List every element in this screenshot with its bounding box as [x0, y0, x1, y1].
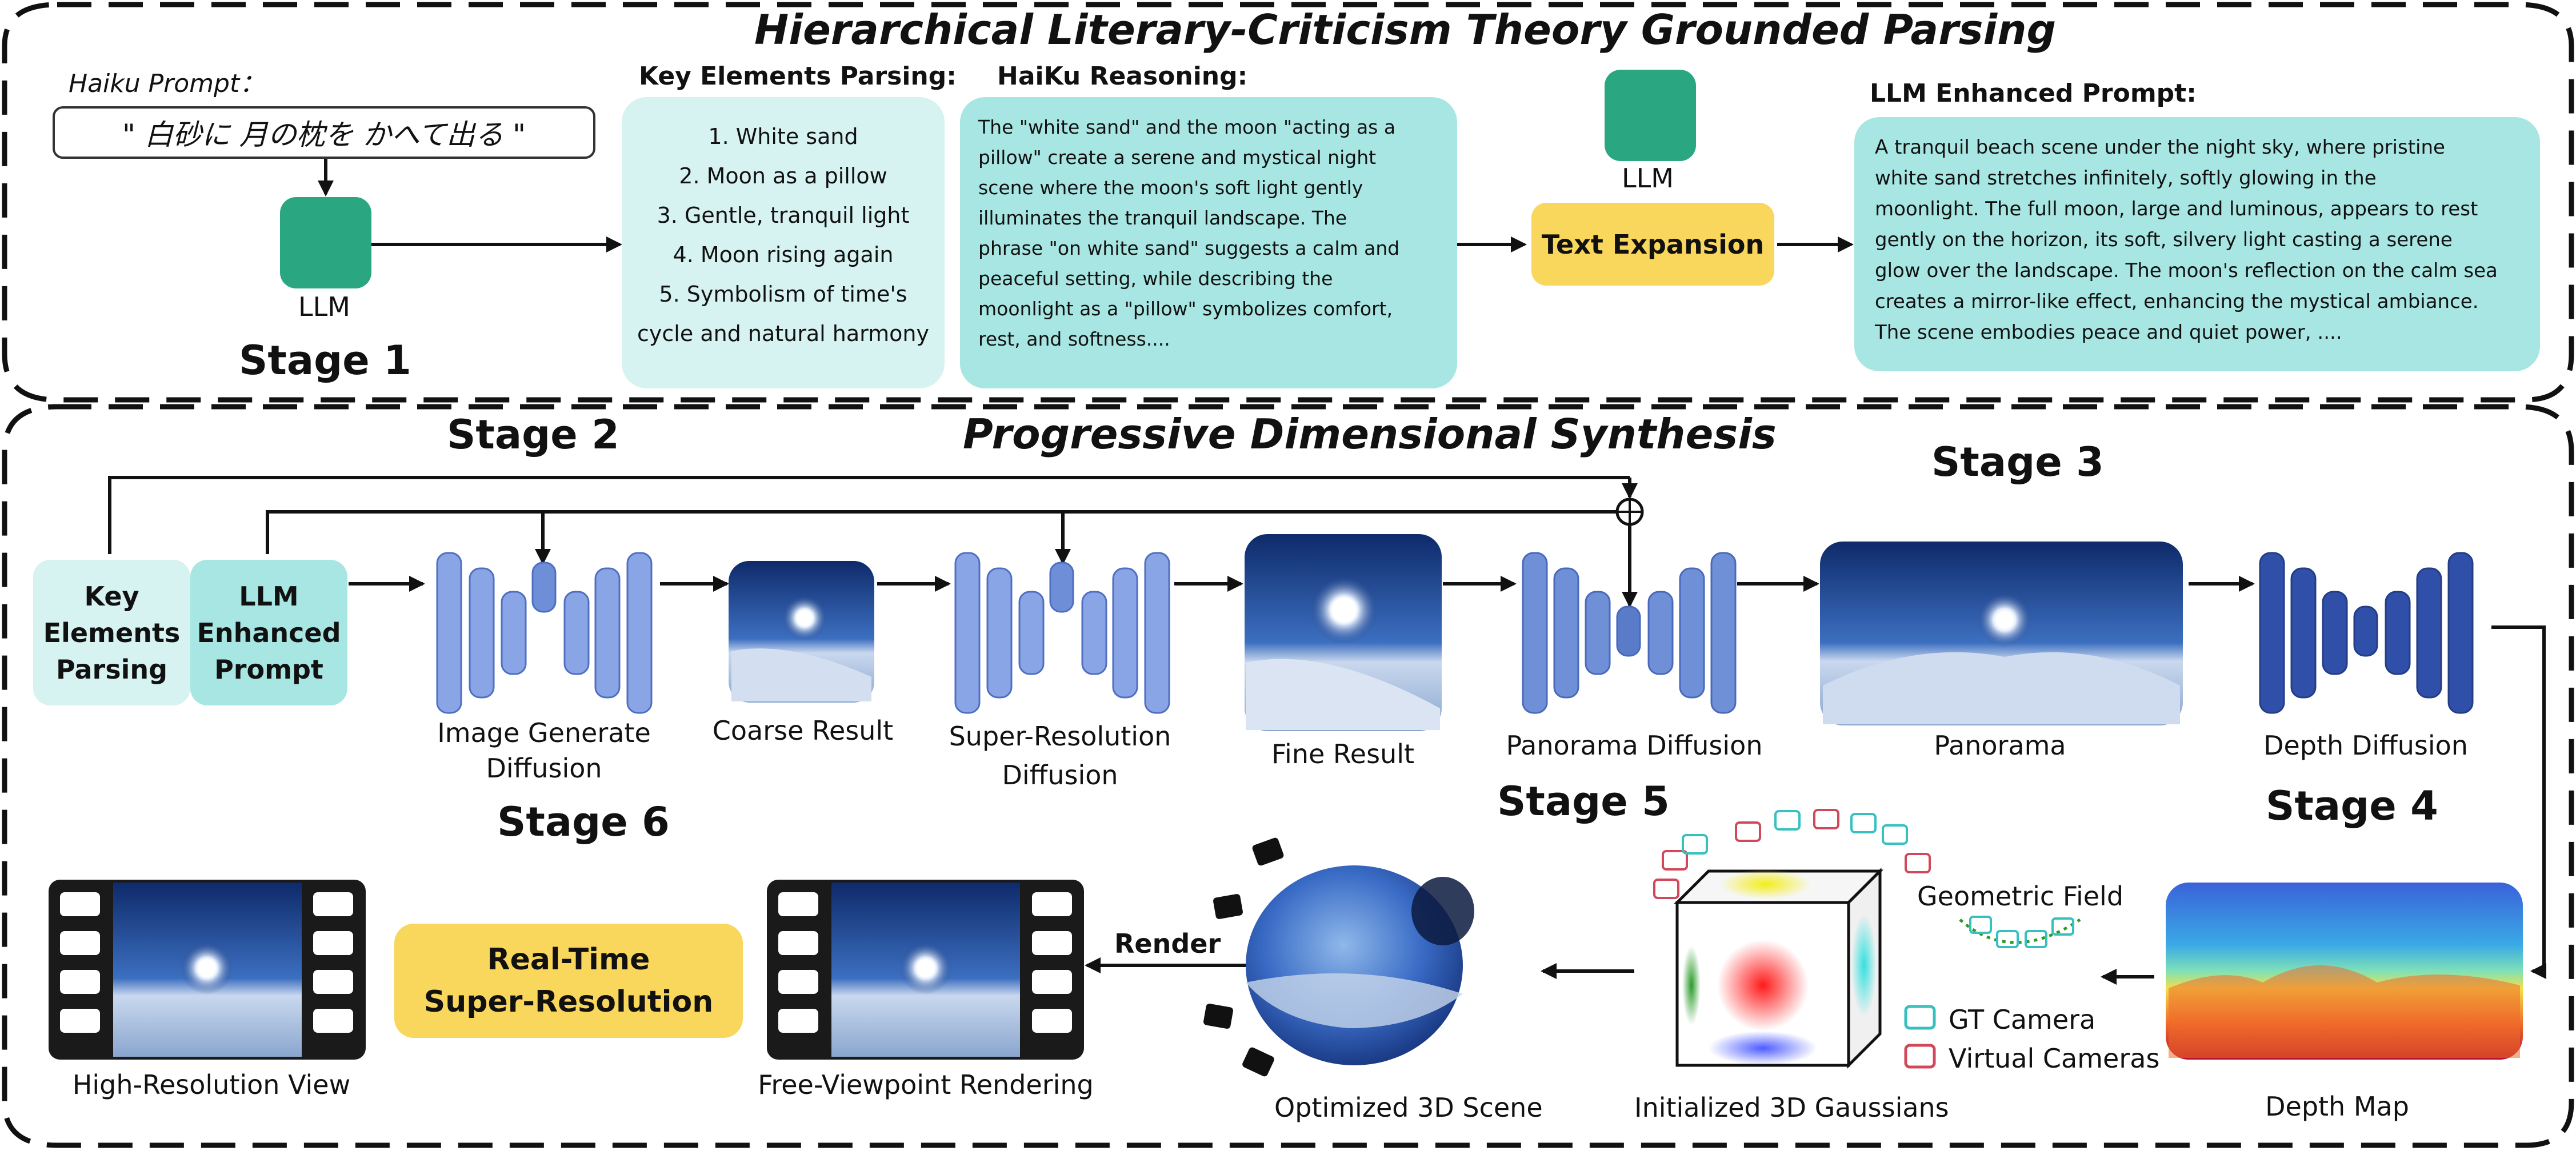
enhanced-line: white sand stretches infinitely, softly …	[1875, 167, 2377, 190]
unet-panorama	[1522, 552, 1737, 714]
realtime-sr-line: Super-Resolution	[423, 985, 714, 1019]
coarse-result-label: Coarse Result	[712, 715, 894, 746]
fine-result-image	[1245, 534, 1442, 731]
key-elements-header: Key Elements Parsing:	[639, 62, 957, 91]
super-resolution-diffusion-line: Diffusion	[1002, 760, 1118, 791]
reasoning-line: peaceful setting, while describing the	[978, 267, 1333, 290]
key-element-item: cycle and natural harmony	[637, 321, 929, 346]
reasoning-line: scene where the moon's soft light gently	[978, 177, 1363, 199]
virtual-camera-icon	[1904, 1044, 1936, 1069]
key-element-item: 1. White sand	[708, 124, 858, 149]
realtime-sr-line: Real-Time	[487, 943, 650, 977]
stage-3: Stage 3	[1931, 439, 2104, 486]
llm-icon	[280, 197, 371, 288]
enhanced-prompt-header: LLM Enhanced Prompt:	[1870, 79, 2197, 108]
render-camera-icons	[1203, 837, 1284, 1077]
top-section-title: Hierarchical Literary-Criticism Theory G…	[754, 6, 2056, 54]
virtual-cameras-label: Virtual Cameras	[1949, 1043, 2160, 1074]
enhanced-line: A tranquil beach scene under the night s…	[1875, 136, 2445, 159]
gaussian-cube	[1673, 867, 1884, 1069]
enhanced-line: gently on the horizon, its soft, silvery…	[1875, 228, 2453, 251]
coarse-result-image	[729, 561, 874, 703]
text-expansion-box: Text Expansion	[1531, 203, 1774, 286]
panorama-diffusion-label: Panorama Diffusion	[1506, 730, 1763, 761]
key-element-item: 5. Symbolism of time's	[659, 282, 907, 307]
enhanced-line: creates a mirror-like effect, enhancing …	[1875, 290, 2479, 313]
stage-6: Stage 6	[497, 799, 670, 845]
haiku-prompt-box: " 白砂に 月の枕を かへて出る "	[53, 106, 595, 159]
free-viewpoint-label: Free-Viewpoint Rendering	[758, 1069, 1094, 1100]
initialized-gaussians-label: Initialized 3D Gaussians	[1634, 1092, 1949, 1123]
reasoning-line: moonlight as a "pillow" symbolizes comfo…	[978, 298, 1393, 320]
fine-result-label: Fine Result	[1271, 739, 1415, 769]
key-element-item: 2. Moon as a pillow	[679, 163, 887, 189]
key-elements-box-line: Elements	[43, 617, 181, 648]
high-res-view-label: High-Resolution View	[72, 1069, 351, 1100]
enhanced-line: glow over the landscape. The moon's refl…	[1875, 259, 2498, 282]
depth-map-image	[2166, 883, 2523, 1060]
image-generate-diffusion-label: Image Generate Diffusion	[435, 715, 653, 786]
text-expansion-label: Text Expansion	[1541, 228, 1765, 260]
stage-2: Stage 2	[447, 411, 619, 458]
key-elements-card: 1. White sand 2. Moon as a pillow 3. Gen…	[622, 97, 945, 388]
bottom-section-title: Progressive Dimensional Synthesis	[963, 410, 1777, 458]
llm-label: LLM	[298, 291, 350, 322]
reasoning-line: pillow" create a serene and mystical nig…	[978, 146, 1377, 169]
image-generate-diffusion-line: Image Generate	[437, 717, 651, 748]
enhanced-line: The scene embodies peace and quiet power…	[1875, 321, 2342, 344]
reasoning-line: The "white sand" and the moon "acting as…	[978, 116, 1396, 138]
free-viewpoint-filmstrip	[767, 880, 1084, 1060]
super-resolution-diffusion-label: Super-Resolution Diffusion	[937, 717, 1183, 795]
llm-prompt-box-line: Enhanced	[197, 617, 341, 648]
gt-camera-label: GT Camera	[1949, 1004, 2096, 1035]
optimized-scene-image	[1246, 865, 1474, 1065]
gt-camera-icon	[1904, 1005, 1936, 1030]
geometric-field-icons	[1959, 916, 2081, 948]
panorama-label: Panorama	[1934, 730, 2066, 761]
reasoning-line: phrase "on white sand" suggests a calm a…	[978, 237, 1400, 259]
depth-map-label: Depth Map	[2265, 1091, 2409, 1122]
key-element-item: 4. Moon rising again	[673, 242, 894, 267]
llm-icon-2	[1605, 70, 1696, 161]
reasoning-line: rest, and softness....	[978, 328, 1170, 350]
unet-super-resolution	[954, 552, 1170, 714]
stage-1: Stage 1	[239, 337, 411, 384]
render-label: Render	[1114, 928, 1221, 959]
haiku-prompt-label: Haiku Prompt：	[69, 69, 265, 98]
optimized-scene-label: Optimized 3D Scene	[1274, 1092, 1543, 1123]
llm-prompt-box-line: LLM	[239, 580, 299, 612]
super-resolution-diffusion-line: Super-Resolution	[949, 721, 1171, 752]
reasoning-line: illuminates the tranquil landscape. The	[978, 207, 1347, 229]
panorama-image	[1820, 542, 2183, 725]
llm-label-2: LLM	[1622, 163, 1674, 194]
key-elements-box: Key Elements Parsing	[33, 560, 190, 705]
enhanced-line: moonlight. The full moon, large and lumi…	[1875, 198, 2478, 220]
haiku-prompt-text: " 白砂に 月の枕を かへて出る "	[122, 118, 526, 151]
enhanced-prompt-card: A tranquil beach scene under the night s…	[1854, 117, 2540, 371]
unet-image-generate	[436, 552, 653, 714]
depth-diffusion-label: Depth Diffusion	[2263, 730, 2468, 761]
stage-4: Stage 4	[2266, 783, 2438, 829]
image-generate-diffusion-line: Diffusion	[486, 753, 602, 784]
llm-prompt-box: LLM Enhanced Prompt	[190, 560, 347, 705]
unet-depth	[2259, 552, 2474, 714]
reasoning-header: HaiKu Reasoning:	[997, 62, 1248, 91]
key-element-item: 3. Gentle, tranquil light	[657, 203, 910, 228]
llm-prompt-box-line: Prompt	[214, 653, 323, 685]
stage-5: Stage 5	[1497, 778, 1670, 825]
bottom-section-frame	[2, 404, 2574, 1148]
high-res-filmstrip	[49, 880, 366, 1060]
reasoning-card: The "white sand" and the moon "acting as…	[960, 97, 1457, 388]
key-elements-box-line: Key	[84, 580, 139, 612]
key-elements-box-line: Parsing	[55, 653, 168, 685]
camera-ring-icons	[1653, 809, 1931, 899]
geometric-field-label: Geometric Field	[1917, 881, 2124, 912]
realtime-sr-box: Real-Time Super-Resolution	[394, 924, 743, 1038]
